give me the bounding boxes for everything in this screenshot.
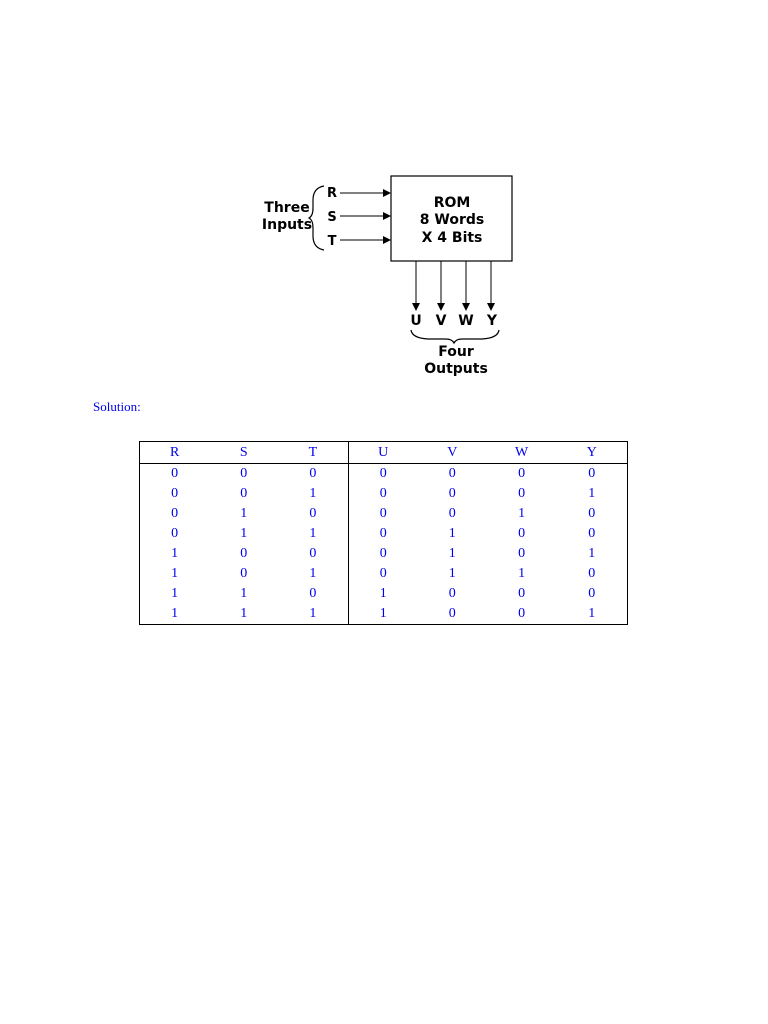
table-cell: 0 xyxy=(278,463,349,484)
table-cell: 1 xyxy=(240,526,248,541)
rom-box xyxy=(390,175,513,262)
table-cell: 0 xyxy=(588,466,596,481)
table-cell: 1 xyxy=(171,566,179,581)
table-cell: 0 xyxy=(171,526,179,541)
table-cell: 0 xyxy=(278,504,349,524)
inputs-label-line1: Three xyxy=(264,200,309,216)
table-cell: 1 xyxy=(278,604,349,625)
table-row: 1 1 0 1 0 0 0 xyxy=(140,584,628,604)
table-row: 0 0 0 0 0 0 0 xyxy=(140,463,628,484)
table-cell: 0 xyxy=(518,546,526,561)
header-w: W xyxy=(486,441,557,464)
table-cell: 1 xyxy=(588,546,596,561)
table-row: 1 1 1 1 0 0 1 xyxy=(140,604,628,625)
table-cell: 1 xyxy=(448,546,456,561)
rom-bits: X 4 Bits xyxy=(422,230,483,246)
table-cell: 0 xyxy=(379,566,387,581)
table-cell: 0 xyxy=(379,526,387,541)
table-cell: 1 xyxy=(278,564,349,584)
table-cell: 0 xyxy=(448,586,456,601)
table-cell: 1 xyxy=(518,506,526,521)
table-cell: 0 xyxy=(448,606,456,621)
table-row: 0 0 1 0 0 0 1 xyxy=(140,484,628,504)
table-cell: 0 xyxy=(379,466,387,481)
table-cell: 1 xyxy=(240,606,248,621)
table-cell: 0 xyxy=(518,606,526,621)
table-cell: 0 xyxy=(240,486,248,501)
output-label-y: Y xyxy=(486,313,498,329)
table-row: 1 0 1 0 1 1 0 xyxy=(140,564,628,584)
table-cell: 1 xyxy=(448,526,456,541)
output-label-v: V xyxy=(436,313,447,329)
table-cell: 0 xyxy=(171,466,179,481)
table-cell: 1 xyxy=(240,586,248,601)
table-cell: 0 xyxy=(518,526,526,541)
rom-words: 8 Words xyxy=(420,212,484,228)
table-header-row: R S T U V W Y xyxy=(139,441,628,464)
truth-table: R S T U V W Y 0 0 0 0 0 0 0 0 0 1 0 0 0 … xyxy=(139,441,628,625)
table-cell: 0 xyxy=(171,506,179,521)
input-label-t: T xyxy=(328,234,337,249)
table-cell: 0 xyxy=(518,486,526,501)
table-cell: 1 xyxy=(278,524,349,544)
inputs-label-line2: Inputs xyxy=(262,217,312,233)
rom-block-diagram: Three Inputs R S T ROM 8 Words X 4 Bits … xyxy=(262,175,513,377)
table-cell: 0 xyxy=(240,546,248,561)
header-v: V xyxy=(417,441,487,464)
outputs-brace xyxy=(410,329,500,345)
header-u: U xyxy=(348,441,418,464)
output-label-u: U xyxy=(410,313,421,329)
table-cell: 1 xyxy=(588,606,596,621)
table-cell: 1 xyxy=(240,506,248,521)
table-cell: 0 xyxy=(588,526,596,541)
table-cell: 1 xyxy=(171,586,179,601)
table-cell: 0 xyxy=(518,586,526,601)
table-cell: 0 xyxy=(379,486,387,501)
table-cell: 1 xyxy=(278,484,349,504)
table-row: 0 1 1 0 1 0 0 xyxy=(140,524,628,544)
solution-label: Solution: xyxy=(93,399,141,414)
table-cell: 0 xyxy=(278,584,349,604)
table-cell: 1 xyxy=(518,566,526,581)
table-cell: 1 xyxy=(588,486,596,501)
table-cell: 0 xyxy=(171,486,179,501)
table-cell: 0 xyxy=(379,506,387,521)
table-cell: 0 xyxy=(588,586,596,601)
table-cell: 1 xyxy=(171,606,179,621)
output-label-w: W xyxy=(458,313,473,329)
table-cell: 0 xyxy=(240,466,248,481)
table-cell: 0 xyxy=(448,486,456,501)
input-label-r: R xyxy=(327,186,337,201)
outputs-label-line2: Outputs xyxy=(424,361,488,377)
table-cell: 0 xyxy=(448,506,456,521)
header-t: T xyxy=(278,441,349,464)
table-cell: 0 xyxy=(588,566,596,581)
table-cell: 0 xyxy=(278,544,349,564)
outputs-label-line1: Four xyxy=(438,344,474,360)
table-cell: 0 xyxy=(379,546,387,561)
table-cell: 1 xyxy=(379,586,387,601)
table-cell: 0 xyxy=(448,466,456,481)
table-cell: 1 xyxy=(448,566,456,581)
table-cell: 0 xyxy=(240,566,248,581)
table-row: 0 1 0 0 0 1 0 xyxy=(140,504,628,524)
rom-title: ROM xyxy=(434,195,471,211)
header-y: Y xyxy=(556,441,628,464)
table-cell: 0 xyxy=(588,506,596,521)
table-cell: 1 xyxy=(379,606,387,621)
header-r: R xyxy=(139,441,210,464)
inputs-brace xyxy=(307,185,325,251)
table-cell: 0 xyxy=(518,466,526,481)
header-s: S xyxy=(209,441,279,464)
table-cell: 1 xyxy=(171,546,179,561)
input-label-s: S xyxy=(327,210,336,225)
table-row: 1 0 0 0 1 0 1 xyxy=(140,544,628,564)
